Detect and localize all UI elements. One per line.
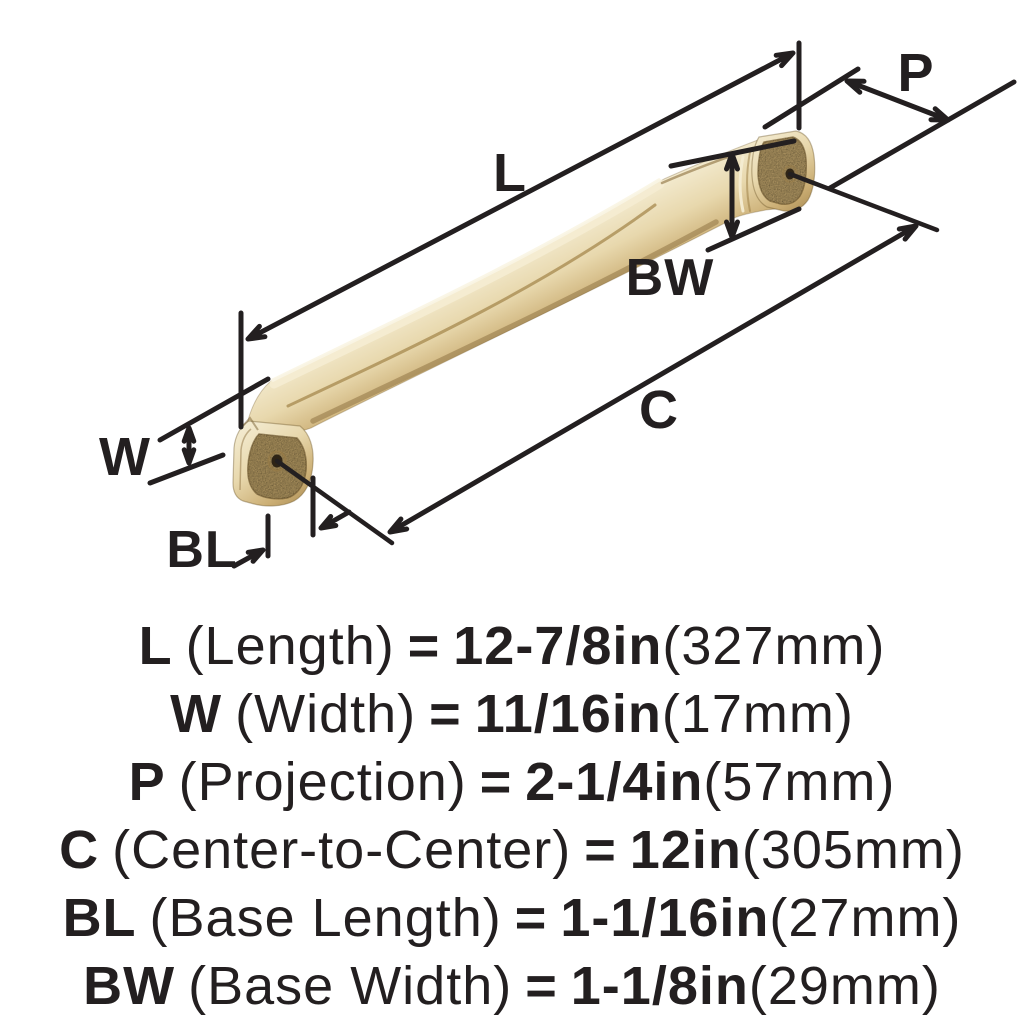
spec-metric: (305mm) (741, 820, 965, 880)
handle-right-base (751, 130, 816, 212)
handle-bar-highlight (269, 179, 665, 389)
l-dimension-line (245, 50, 796, 342)
label-base-length: BL (166, 521, 237, 579)
equals-sign: = (525, 956, 558, 1016)
label-center-to-center: C (639, 380, 679, 440)
spec-metric: (17mm) (661, 684, 854, 744)
spec-name: (Projection) (178, 752, 467, 812)
spec-value: 12-7/8in (453, 616, 663, 676)
bl-extension-ticks (265, 475, 316, 559)
left-screw-hole-rim (267, 450, 287, 472)
label-width: W (99, 427, 151, 487)
spec-list: L (Length) = 12-7/8in(327mm) W (Width) =… (0, 612, 1024, 1020)
spec-code: C (59, 820, 100, 880)
spec-metric: (29mm) (748, 956, 941, 1016)
spec-name: (Center-to-Center) (112, 820, 572, 880)
label-base-width: BW (626, 249, 715, 307)
spec-line-projection: P (Projection) = 2-1/4in(57mm) (0, 748, 1024, 816)
spec-value: 11/16in (474, 684, 662, 744)
p-dimension-arrow (844, 78, 951, 123)
spec-metric: (27mm) (769, 888, 962, 948)
equals-sign: = (429, 684, 462, 744)
spec-line-base-length: BL (Base Length) = 1-1/16in(27mm) (0, 884, 1024, 952)
spec-value: 1-1/16in (560, 888, 770, 948)
spec-code: L (138, 616, 173, 676)
bw-dimension-arrow (724, 151, 740, 240)
leader-line-left (274, 458, 395, 546)
spec-value: 2-1/4in (525, 752, 704, 812)
spec-name: (Length) (185, 616, 395, 676)
label-length: L (493, 143, 527, 203)
right-screw-hole-rim (782, 165, 798, 183)
equals-sign: = (479, 752, 513, 812)
equals-sign: = (584, 820, 617, 880)
spec-line-center-to-center: C (Center-to-Center) = 12in(305mm) (0, 816, 1024, 884)
p-extension-lines (762, 66, 1017, 191)
spec-metric: (327mm) (662, 616, 886, 676)
spec-name: (Base Length) (149, 888, 502, 948)
left-base-notch (241, 416, 259, 431)
w-extension-lines (147, 376, 271, 486)
cabinet-pull-handle (232, 130, 816, 507)
right-neck-ring-light (738, 155, 745, 213)
spec-code: P (128, 752, 166, 812)
right-neck-ring-dark (746, 151, 751, 212)
handle-bar-lower-shade (310, 219, 719, 424)
equals-sign: = (407, 616, 441, 676)
label-projection: P (897, 43, 934, 103)
spec-line-length: L (Length) = 12-7/8in(327mm) (0, 612, 1024, 680)
spec-value: 12in (629, 820, 742, 880)
handle-bar-crease (286, 203, 657, 408)
bl-dimension-arrows (231, 509, 352, 569)
spec-code: BW (83, 956, 176, 1016)
handle-left-base (232, 416, 314, 507)
dimension-lines (147, 40, 1017, 569)
handle-bar-highlight-bright (271, 178, 661, 382)
spec-name: (Base Width) (188, 956, 513, 1016)
c-dimension-line (387, 223, 919, 535)
spec-value: 1-1/8in (570, 956, 749, 1016)
spec-line-base-width: BW (Base Width) = 1-1/8in(29mm) (0, 952, 1024, 1020)
w-dimension-arrow (181, 425, 197, 466)
spec-code: BL (62, 888, 137, 948)
spec-name: (Width) (235, 684, 417, 744)
spec-code: W (170, 684, 223, 744)
leader-line-right (787, 171, 940, 233)
equals-sign: = (514, 888, 548, 948)
spec-line-width: W (Width) = 11/16in(17mm) (0, 680, 1024, 748)
l-extension-ticks (238, 40, 802, 430)
left-base-side-crease (239, 428, 252, 491)
right-base-face (757, 136, 807, 205)
spec-metric: (57mm) (703, 752, 896, 812)
